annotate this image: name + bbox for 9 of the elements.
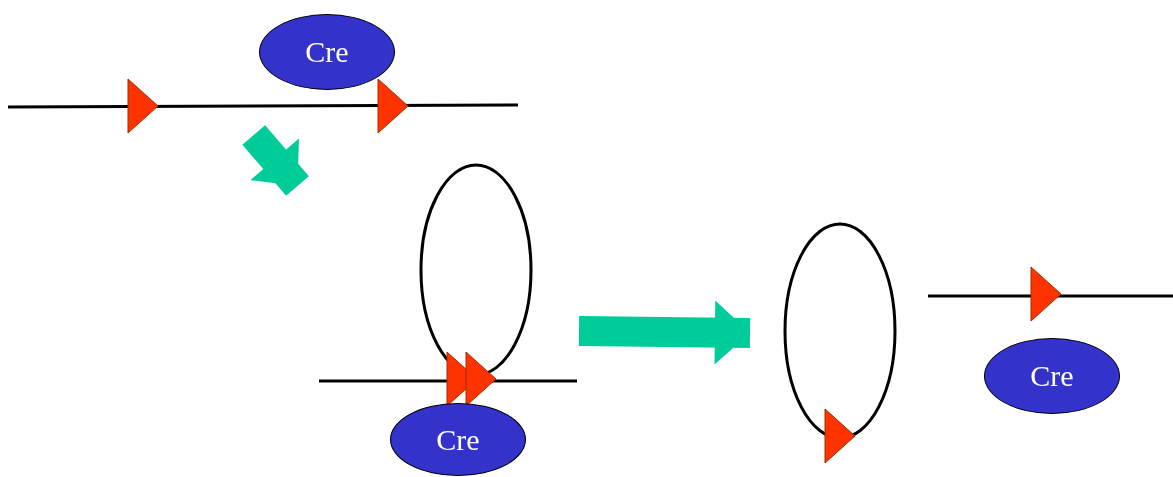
circular-dna-drawing: [783, 222, 897, 464]
protein-label: Cre: [1029, 359, 1075, 393]
looped-dna-drawing: [319, 163, 579, 403]
protein-label: Cre: [435, 422, 481, 457]
block-arrow: [578, 300, 751, 365]
dna-strand-drawing: [8, 78, 520, 135]
dna-strand-drawing: [928, 266, 1173, 322]
protein-label: Cre: [304, 35, 350, 69]
block-arrow: [242, 125, 309, 196]
